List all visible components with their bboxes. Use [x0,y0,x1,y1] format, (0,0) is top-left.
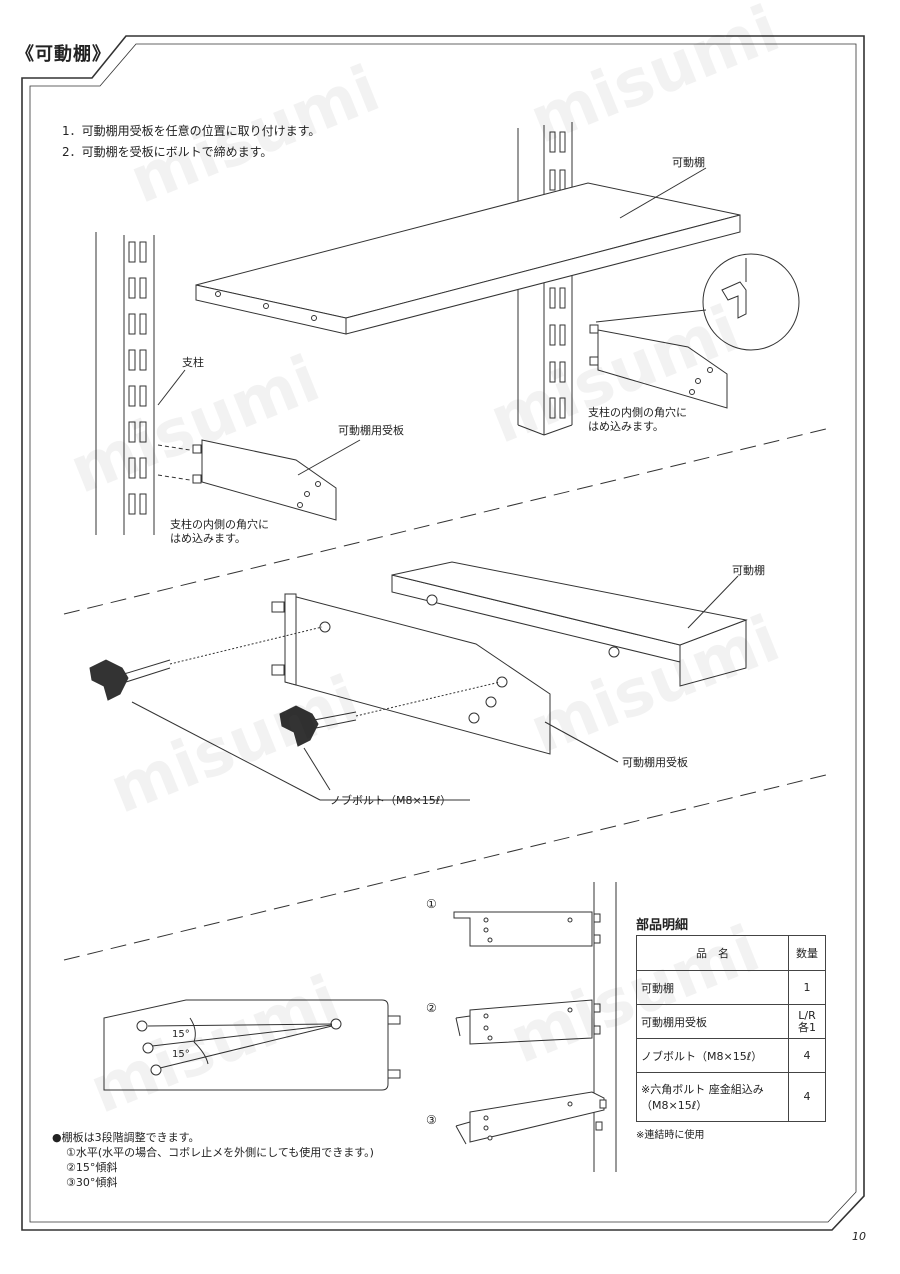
position-mark-2: ② [426,1001,437,1015]
part-name: 可動棚用受板 [636,1004,789,1039]
divider-1 [63,427,831,615]
part-qty: 1 [788,970,826,1005]
part-name: ノブボルト（M8×15ℓ） [636,1038,789,1073]
part-qty: 4 [788,1072,826,1122]
label-shelf-mid: 可動棚 [732,564,765,577]
adjust-note: ●棚板は3段階調整できます。 [52,1131,200,1144]
part-qty: 4 [788,1038,826,1073]
table-row: ノブボルト（M8×15ℓ） 4 [636,1038,826,1073]
label-shelf-top: 可動棚 [672,156,705,169]
label-insert-left-2: はめ込みます。 [170,532,246,545]
parts-list-title: 部品明細 [636,918,689,933]
knob-bolt-1 [89,626,323,701]
knob-bolt-2 [279,681,501,747]
angle-label-1: 15° [172,1029,190,1040]
position-3 [455,1091,607,1145]
step-1: 1．可動棚用受板を任意の位置に取り付けます。 [62,124,321,138]
table-row: 可動棚用受板 L/R 各1 [636,1004,826,1039]
label-insert-right-1: 支柱の内側の角穴に [588,406,687,419]
shelf-board-middle [391,561,748,687]
position-mark-3: ③ [426,1113,437,1127]
label-bracket-mid: 可動棚用受板 [622,756,688,769]
part-name: ※六角ボルト 座金組込み（M8×15ℓ） [636,1072,789,1122]
parts-header-row: 品 名 数量 [636,935,826,971]
adjustment-notes: ●棚板は3段階調整できます。 ①水平(水平の場合、コボレ止メを外側にしても使用で… [52,1130,374,1190]
position-2 [455,999,601,1045]
parts-list-table: 品 名 数量 可動棚 1 可動棚用受板 L/R 各1 ノブボルト（M8×15ℓ）… [636,935,826,1122]
table-row: 可動棚 1 [636,970,826,1005]
bracket-upper-left [192,439,337,521]
bracket-middle [271,593,551,755]
label-knob-bolt: ノブボルト（M8×15ℓ） [330,794,452,807]
label-insert-right-2: はめ込みます。 [588,420,664,433]
part-qty: L/R 各1 [788,1004,826,1039]
parts-note: ※連結時に使用 [636,1130,705,1141]
position-1 [453,911,601,947]
label-post: 支柱 [182,356,204,369]
part-name: 可動棚 [636,970,789,1005]
page-frame-inner [29,43,857,1223]
table-row: ※六角ボルト 座金組込み（M8×15ℓ） 4 [636,1072,826,1122]
adjust-note: ②15°傾斜 [66,1161,118,1174]
position-mark-1: ① [426,897,437,911]
detail-zoom-circle [702,253,800,351]
post-left [95,232,155,535]
label-insert-left-1: 支柱の内側の角穴に [170,518,269,531]
bracket-upper-right [589,324,728,409]
header-name: 品 名 [636,935,789,971]
page-title: 《可動棚》 [16,44,111,65]
angle-label-2: 15° [172,1049,190,1060]
adjust-note: ①水平(水平の場合、コボレ止メを外側にしても使用できます。) [66,1146,374,1159]
page-number: 10 [852,1230,866,1243]
step-2: 2．可動棚を受板にボルトで締めます。 [62,145,273,159]
adjust-note: ③30°傾斜 [66,1176,118,1189]
page-frame [21,35,865,1231]
shelf-board-upper [195,182,741,335]
header-qty: 数量 [788,935,826,971]
label-bracket-left: 可動棚用受板 [338,424,404,437]
divider-2 [63,773,831,961]
angle-diagram [103,999,401,1091]
